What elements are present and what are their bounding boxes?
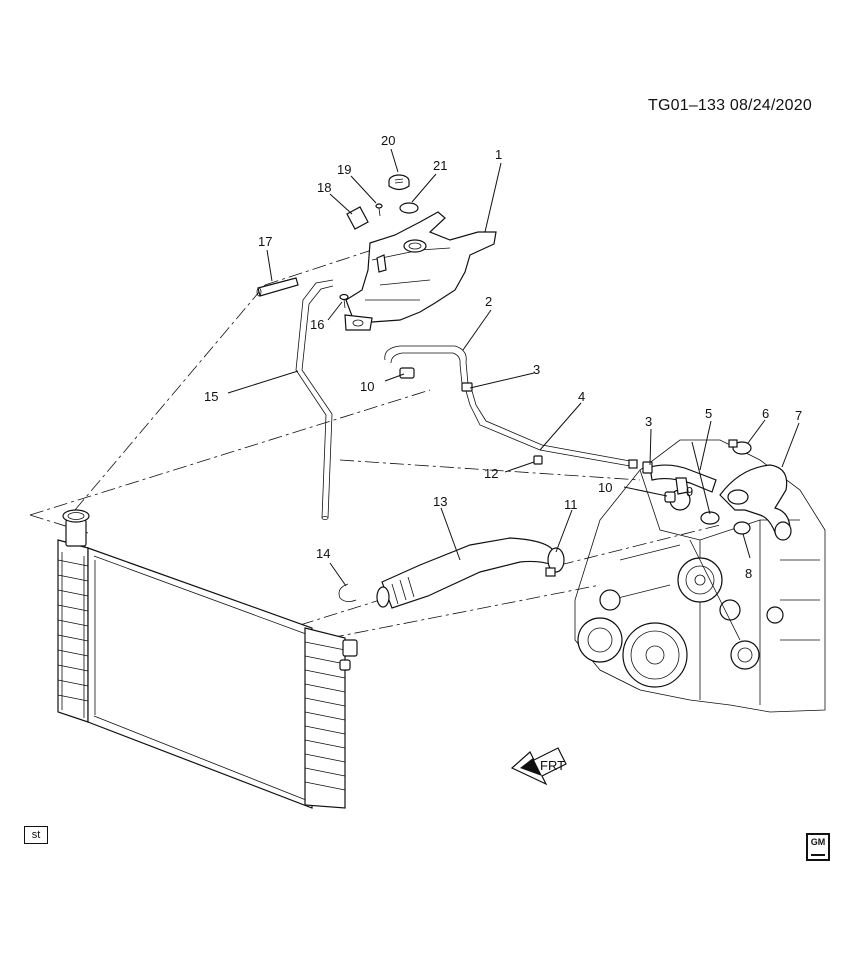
callout-11: 11 xyxy=(564,497,578,512)
callout-20: 20 xyxy=(381,133,395,148)
gm-logo-text: GM xyxy=(810,837,826,847)
callout-17: 17 xyxy=(258,234,272,249)
radiator-outlet-hose xyxy=(376,537,554,609)
leader-lines xyxy=(227,148,800,587)
callout-10: 10 xyxy=(598,480,612,495)
cap-seal-ring xyxy=(399,202,419,214)
heater-inlet-hose xyxy=(649,464,717,495)
vent-hose-small xyxy=(256,277,299,297)
radiator xyxy=(57,509,358,809)
callout-9: 9 xyxy=(686,484,693,499)
callout-15: 15 xyxy=(204,389,218,404)
callout-3: 3 xyxy=(533,362,540,377)
callout-8: 8 xyxy=(745,566,752,581)
callout-1: 1 xyxy=(495,147,502,162)
callout-12: 12 xyxy=(484,466,498,481)
callout-2: 2 xyxy=(485,294,492,309)
callout-19: 19 xyxy=(337,162,351,177)
surge-tank-cap xyxy=(388,174,410,191)
front-direction-arrow: FRT xyxy=(510,747,567,786)
diagram-code: TG01–133 08/24/2020 xyxy=(648,97,812,114)
hose-clamp xyxy=(733,521,751,535)
callout-10: 10 xyxy=(360,379,374,394)
callout-labels: 1 2 3 3 4 5 6 7 8 9 10 10 11 12 13 14 15… xyxy=(204,133,802,581)
callout-21: 21 xyxy=(433,158,447,173)
callout-6: 6 xyxy=(762,406,769,421)
callout-13: 13 xyxy=(433,494,447,509)
hose-clamp xyxy=(461,382,473,392)
frt-label: FRT xyxy=(540,758,565,773)
callout-3: 3 xyxy=(645,414,652,429)
radiator-inlet-hose xyxy=(719,464,792,541)
bolt xyxy=(339,293,349,309)
heater-tube xyxy=(465,390,638,469)
hose-fitting xyxy=(664,491,676,503)
callout-5: 5 xyxy=(705,406,712,421)
bolt xyxy=(375,203,383,217)
label-sticker xyxy=(346,206,369,230)
callout-16: 16 xyxy=(310,317,324,332)
hose-clamp xyxy=(728,439,752,455)
callout-7: 7 xyxy=(795,408,802,423)
callout-14: 14 xyxy=(316,546,330,561)
hose-clamp xyxy=(338,583,357,602)
hose-clamp xyxy=(533,455,543,465)
overflow-tube xyxy=(295,279,334,520)
engine-block xyxy=(574,439,826,713)
callout-4: 4 xyxy=(578,389,585,404)
callout-18: 18 xyxy=(317,180,331,195)
surge-tank xyxy=(344,211,497,331)
gm-logo-bar xyxy=(811,854,825,856)
gm-logo: GM xyxy=(806,833,830,861)
hose-clamp xyxy=(545,547,565,577)
heater-hose-upper xyxy=(384,345,469,385)
st-badge: st xyxy=(24,826,48,844)
hose-clamp xyxy=(642,461,653,474)
